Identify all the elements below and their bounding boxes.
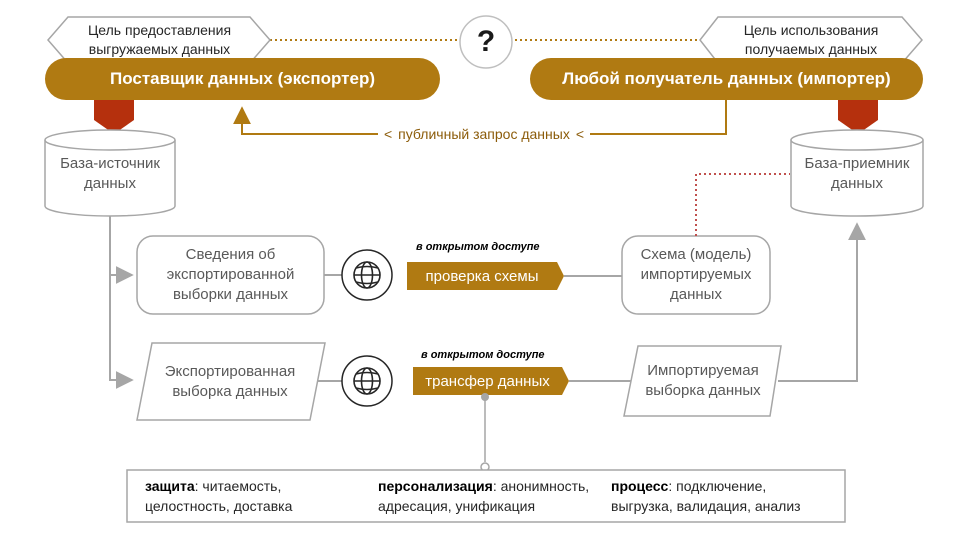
target-db-label: База-приемник данных	[791, 152, 923, 196]
left-goal-line2: выгружаемых данных	[88, 41, 231, 57]
export-info-line3: выборки данных	[172, 286, 289, 303]
imported-sample-line2: выборка данных	[645, 382, 761, 399]
schema-check-label: проверка схемы	[425, 267, 539, 285]
target-flow-line	[778, 222, 866, 382]
exporter-db-connector	[94, 100, 134, 134]
left-goal-line1: Цель предоставления	[87, 22, 232, 38]
row2-globe-icon	[353, 367, 381, 395]
source-flow-line	[109, 216, 134, 389]
source-db-top	[44, 129, 176, 151]
import-schema-line2: импортируемых	[640, 266, 752, 283]
legend-process-line1: : подключение,	[668, 478, 767, 494]
import-schema-label: Схема (модель) импортируемых данных	[622, 236, 770, 314]
public-request-line-left	[233, 106, 378, 135]
schema-dotted-link	[695, 173, 790, 236]
import-schema-line3: данных	[670, 286, 722, 303]
legend-process-line2: выгрузка, валидация, анализ	[611, 498, 801, 514]
target-db-top	[790, 129, 924, 151]
right-goal-line1: Цель использования	[743, 22, 879, 38]
importer-bar-shape	[530, 58, 923, 100]
public-request-label: < публичный запрос данных <	[378, 124, 590, 144]
importer-db-connector	[838, 100, 878, 134]
source-db-label: База-источник данных	[45, 152, 175, 196]
data-transfer-label: трансфер данных	[425, 372, 550, 390]
legend-protection-line1: : читаемость,	[194, 478, 282, 494]
target-db-line2: данных	[831, 175, 883, 192]
legend-process-title: процесс	[611, 478, 669, 494]
imported-sample-label: Импортируемая выборка данных	[628, 346, 778, 416]
legend-box	[126, 469, 846, 523]
source-db-line2: данных	[84, 175, 136, 192]
source-db-cylinder	[44, 140, 176, 217]
left-goal-text: Цель предоставления выгружаемых данных	[62, 19, 257, 61]
schema-check-tag	[407, 262, 564, 290]
public-request-chevron-right: <	[575, 126, 585, 142]
public-request-chevron-left: <	[383, 126, 393, 142]
legend-col-process: процесс: подключение, выгрузка, валидаци…	[611, 476, 841, 516]
right-goal-text: Цель использования получаемых данных	[712, 19, 910, 61]
imported-sample-line1: Импортируемая	[647, 362, 759, 379]
question-mark: ?	[476, 25, 496, 58]
exporter-bar-shape	[45, 58, 440, 100]
source-db-line1: База-источник	[60, 155, 160, 172]
public-request-text: публичный запрос данных	[398, 126, 570, 142]
legend-personalization-line1: : анонимность,	[492, 478, 590, 494]
legend-protection-title: защита	[145, 478, 195, 494]
importer-label: Любой получатель данных (импортер)	[562, 69, 891, 88]
legend-personalization-title: персонализация	[378, 478, 493, 494]
right-goal-line2: получаемых данных	[744, 41, 878, 57]
row1-access-label: в открытом доступе	[416, 241, 540, 253]
exported-sample-parallelogram	[136, 342, 326, 421]
import-schema-line1: Схема (модель)	[640, 246, 752, 263]
legend-personalization-line2: адресация, унификация	[378, 498, 536, 514]
data-transfer-tag	[413, 367, 569, 395]
public-request-line	[590, 100, 727, 135]
target-db-cylinder	[790, 140, 924, 217]
exported-sample-line1: Экспортированная	[164, 362, 296, 380]
legend-protection-line2: целостность, доставка	[145, 498, 293, 514]
legend-col-protection: защита: читаемость, целостность, доставк…	[145, 476, 365, 516]
target-db-line1: База-приемник	[804, 155, 910, 172]
row1-globe-icon	[353, 261, 381, 289]
exported-sample-label: Экспортированная выборка данных	[140, 343, 320, 420]
row2-access-label: в открытом доступе	[421, 349, 545, 361]
question-circle	[459, 15, 513, 69]
legend-col-personalization: персонализация: анонимность, адресация, …	[378, 476, 608, 516]
export-info-label: Сведения об экспортированной выборки дан…	[137, 236, 324, 314]
exporter-label: Поставщик данных (экспортер)	[110, 69, 375, 88]
imported-sample-parallelogram	[623, 345, 782, 417]
legend-connector-dot-top	[481, 393, 489, 401]
exported-sample-line2: выборка данных	[172, 382, 288, 400]
export-info-line1: Сведения об	[185, 246, 276, 263]
export-info-line2: экспортированной	[166, 266, 295, 283]
